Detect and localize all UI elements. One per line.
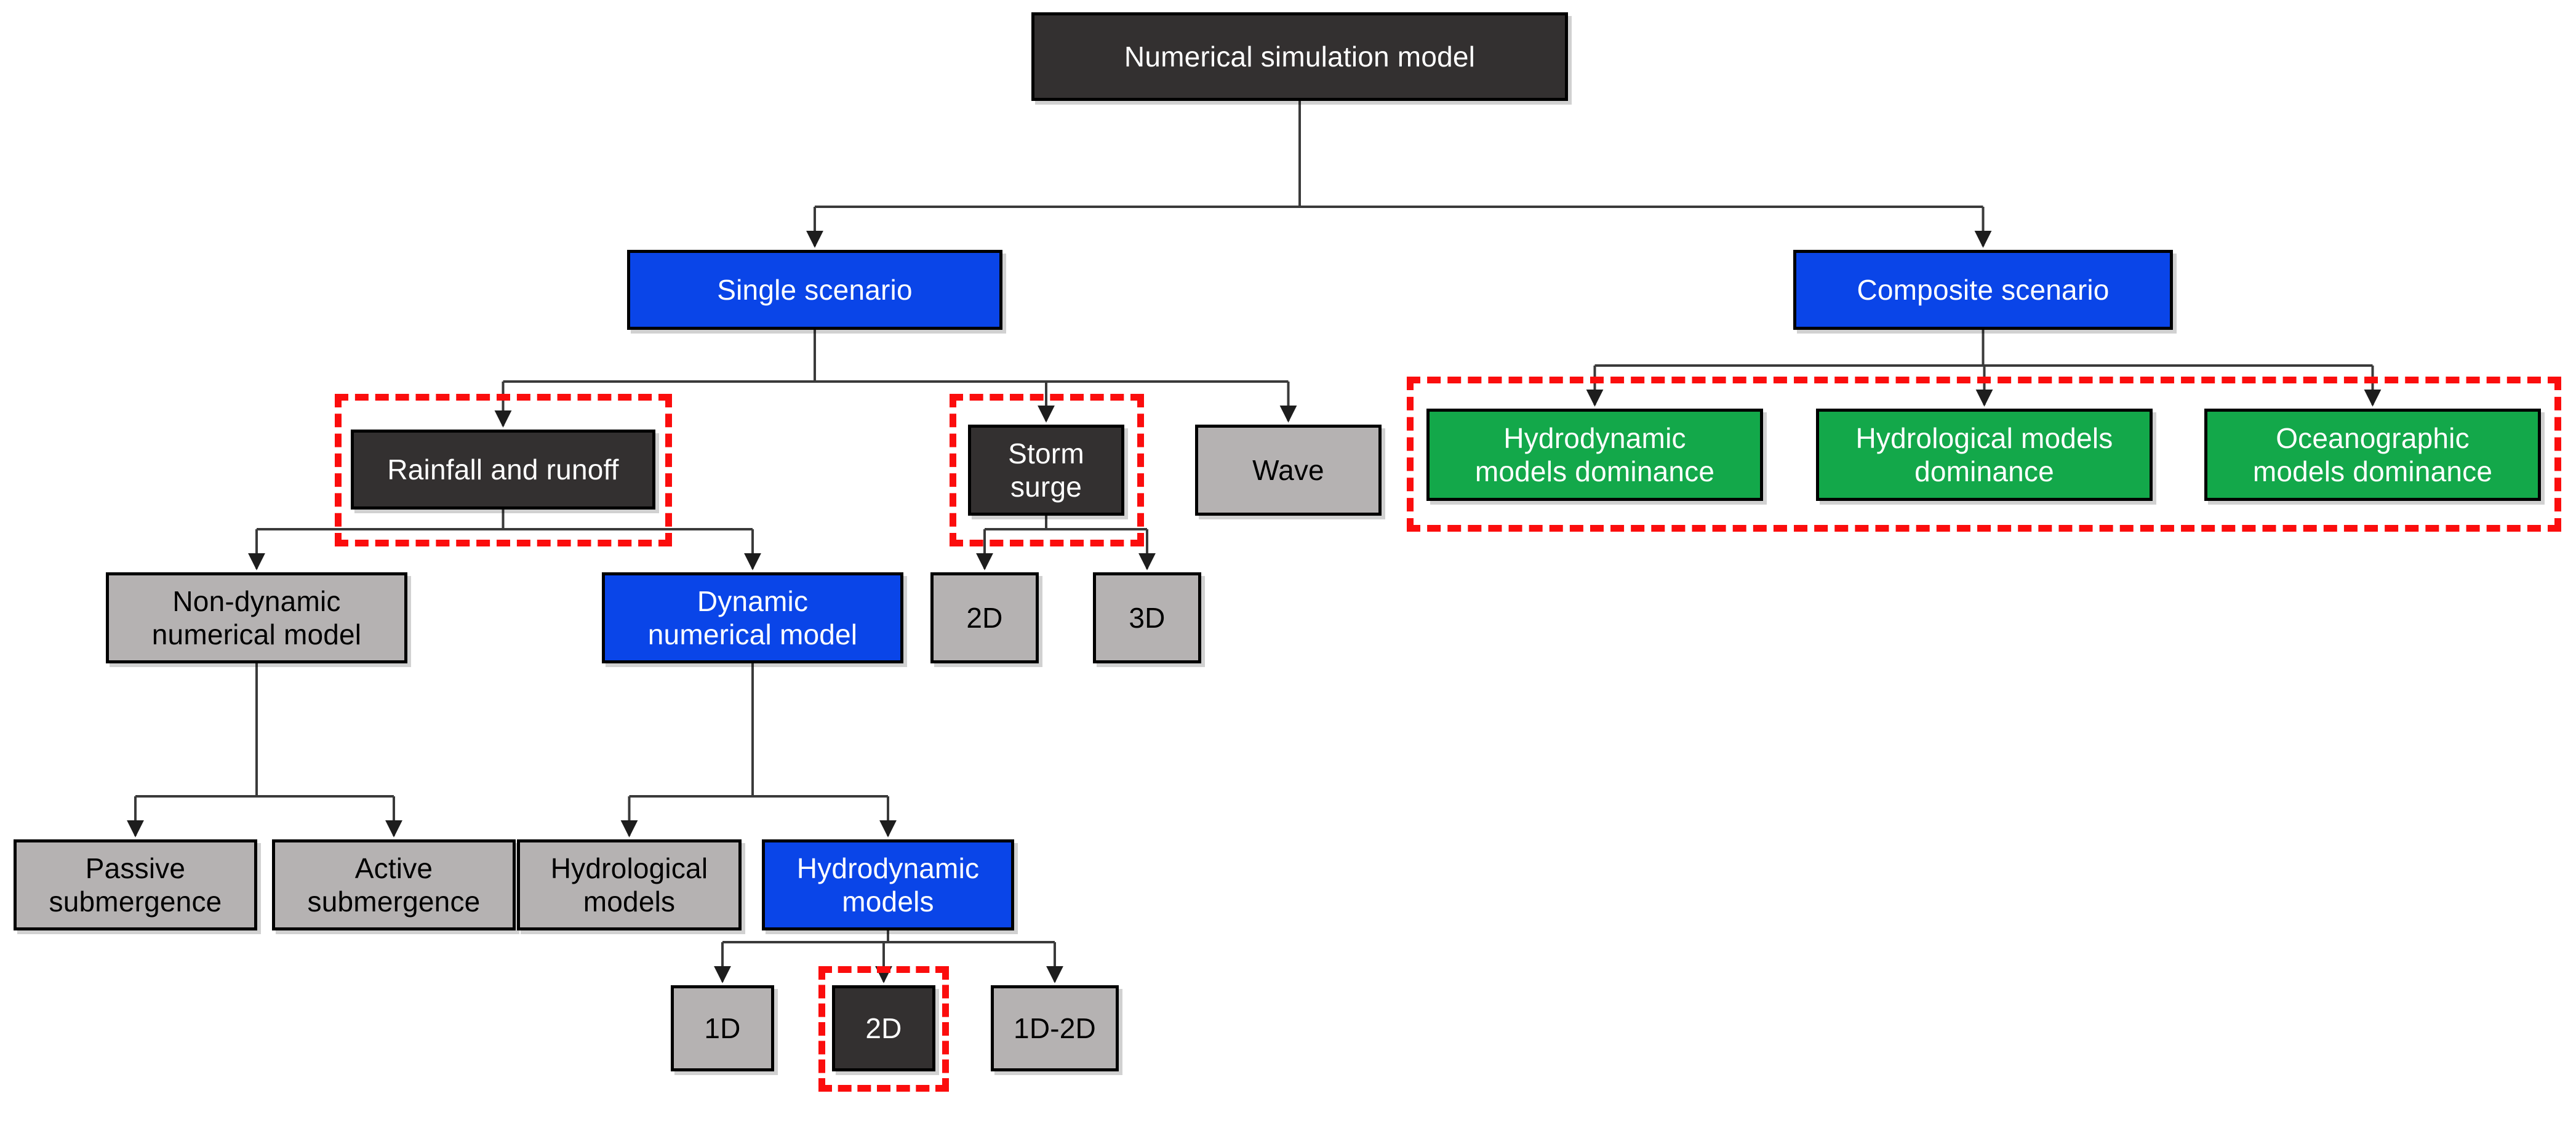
node-passive[interactable]: Passive submergence [14,839,257,930]
node-label-hydrodynamic: Hydrodynamic models [796,852,980,918]
node-label-single: Single scenario [717,273,913,306]
node-d1[interactable]: 1D [671,985,774,1071]
node-hydrodyn_dom[interactable]: Hydrodynamic models dominance [1426,409,1763,501]
node-label-hydrodyn_dom: Hydrodynamic models dominance [1474,422,1715,487]
node-label-d12: 1D-2D [1014,1012,1096,1044]
node-root[interactable]: Numerical simulation model [1031,12,1568,101]
node-wave[interactable]: Wave [1195,425,1382,516]
node-d12[interactable]: 1D-2D [991,985,1119,1071]
node-label-wave: Wave [1252,454,1324,486]
node-surge3d[interactable]: 3D [1093,572,1201,663]
node-label-storm: Storm surge [1008,437,1084,503]
node-label-active: Active submergence [307,852,481,918]
node-label-hydrolog_dom: Hydrological models dominance [1855,422,2113,487]
node-single[interactable]: Single scenario [627,250,1002,330]
node-nondynamic[interactable]: Non-dynamic numerical model [106,572,407,663]
node-rainfall[interactable]: Rainfall and runoff [351,430,655,510]
node-hydrological[interactable]: Hydrological models [517,839,742,930]
node-active[interactable]: Active submergence [272,839,516,930]
node-label-hydrological: Hydrological models [550,852,708,918]
node-label-d1: 1D [704,1012,741,1044]
node-label-nondynamic: Non-dynamic numerical model [151,585,362,650]
node-label-passive: Passive submergence [49,852,222,918]
node-label-root: Numerical simulation model [1124,40,1476,73]
node-label-d2: 2D [865,1012,902,1044]
node-surge2d[interactable]: 2D [930,572,1039,663]
node-label-surge2d: 2D [966,601,1003,634]
node-label-composite: Composite scenario [1857,273,2110,306]
node-hydrodynamic[interactable]: Hydrodynamic models [762,839,1014,930]
node-hydrolog_dom[interactable]: Hydrological models dominance [1816,409,2153,501]
node-d2[interactable]: 2D [832,985,935,1071]
node-label-dynamic: Dynamic numerical model [647,585,858,650]
node-dynamic[interactable]: Dynamic numerical model [602,572,903,663]
node-oceanog_dom[interactable]: Oceanographic models dominance [2204,409,2541,501]
node-storm[interactable]: Storm surge [968,425,1124,516]
node-composite[interactable]: Composite scenario [1793,250,2173,330]
node-label-rainfall: Rainfall and runoff [387,453,619,486]
node-label-oceanog_dom: Oceanographic models dominance [2252,422,2493,487]
node-label-surge3d: 3D [1129,601,1166,634]
